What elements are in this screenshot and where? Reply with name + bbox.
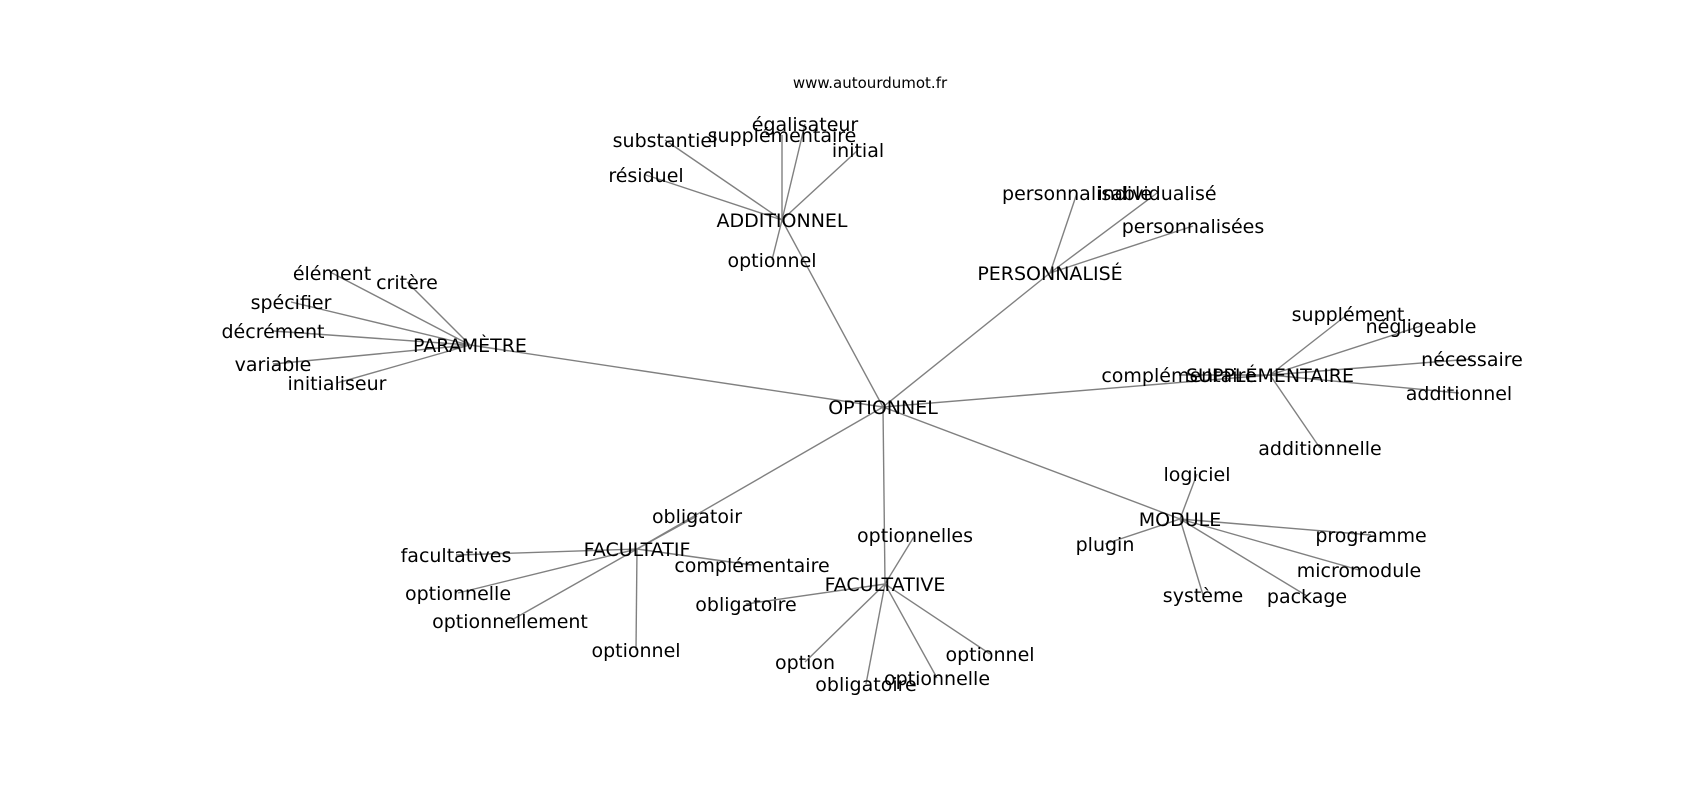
leaf-node-label: micromodule <box>1297 560 1421 582</box>
edge-center-to-hub <box>882 406 1181 520</box>
edge-hub-to-leaf <box>1179 518 1308 597</box>
leaf-node-label: initialiseur <box>288 373 387 395</box>
leaf-node-label: option <box>775 652 835 674</box>
edge-hub-to-leaf <box>865 583 886 685</box>
edge-hub-to-leaf <box>1269 374 1460 394</box>
leaf-node-label: programme <box>1315 525 1426 547</box>
edge-center-to-hub <box>469 344 884 408</box>
edge-hub-to-leaf <box>884 583 991 655</box>
hub-node-label: FACULTATIF <box>584 539 691 561</box>
leaf-node-label: optionnelles <box>857 525 973 547</box>
edge-hub-to-leaf <box>1179 518 1372 536</box>
leaf-node-label: négligeable <box>1366 316 1477 338</box>
leaf-node-label: substantiel <box>613 130 718 152</box>
edge-hub-to-leaf <box>1179 518 1204 596</box>
leaf-node-label: complémentaire <box>674 555 829 577</box>
edge-hub-to-leaf <box>1269 325 1422 376</box>
edge-hub-to-leaf <box>1269 358 1473 376</box>
leaf-node-label: critère <box>376 272 438 294</box>
leaf-node-label: optionnelle <box>884 668 990 690</box>
edges <box>272 123 1473 685</box>
edge-center-to-hub <box>882 406 886 585</box>
edge-hub-to-leaf <box>455 548 638 556</box>
hub-node-label: FACULTATIVE <box>825 574 946 596</box>
edge-hub-to-leaf <box>781 149 859 221</box>
edge-hub-to-leaf <box>272 344 471 365</box>
leaf-node-label: optionnelle <box>405 583 511 605</box>
leaf-node-label: personnalisable <box>1002 183 1152 205</box>
leaf-node-label: initial <box>832 140 884 162</box>
edge-hub-to-leaf <box>1269 374 1321 449</box>
edge-hub-to-leaf <box>1049 192 1078 274</box>
leaf-node-label: facultatives <box>401 545 512 567</box>
leaf-node-label: logiciel <box>1164 464 1231 486</box>
edge-hub-to-leaf <box>645 174 783 221</box>
leaf-node-label: obligatoire <box>815 674 916 696</box>
leaf-node-label: personnalisées <box>1122 216 1265 238</box>
edge-hub-to-leaf <box>1049 225 1194 274</box>
leaf-node-label: nécessaire <box>1421 349 1523 371</box>
leaf-node-label: optionnel <box>727 250 816 272</box>
edge-hub-to-leaf <box>457 548 638 594</box>
edge-hub-to-leaf <box>884 583 938 679</box>
leaf-node-label: individualisé <box>1097 183 1216 205</box>
leaf-node-label: résiduel <box>608 165 683 187</box>
leaf-node-label: système <box>1163 585 1243 607</box>
edge-hub-to-leaf <box>272 330 471 346</box>
edge-center-to-hub <box>882 272 1051 408</box>
edge-hub-to-leaf <box>509 548 638 622</box>
edge-hub-to-leaf <box>884 534 916 585</box>
leaf-node-label: spécifier <box>251 292 332 314</box>
leaf-node-label: obligatoir <box>652 506 742 528</box>
leaf-node-label: variable <box>235 354 312 376</box>
leaf-node-label: additionnel <box>1406 383 1512 405</box>
edge-hub-to-leaf <box>804 583 886 663</box>
edge-hub-to-leaf <box>1269 313 1349 376</box>
edge-hub-to-leaf <box>636 548 753 566</box>
node-labels: OPTIONNELADDITIONNELsubstantielsupplémen… <box>222 114 1523 696</box>
edge-hub-to-leaf <box>1179 518 1360 571</box>
edge-hub-to-leaf <box>1049 192 1158 274</box>
leaf-node-label: décrément <box>222 321 325 343</box>
hub-node-label: PARAMÈTRE <box>413 334 527 357</box>
edge-hub-to-leaf <box>781 123 806 221</box>
leaf-node-label: obligatoire <box>695 594 796 616</box>
leaf-node-label: supplément <box>1292 304 1405 326</box>
hub-node-label: PERSONNALISÉ <box>977 262 1122 285</box>
edge-hub-to-leaf <box>1179 473 1198 520</box>
edge-hub-to-leaf <box>331 272 471 346</box>
edge-center-to-hub <box>636 406 884 550</box>
edge-hub-to-leaf <box>406 281 471 346</box>
leaf-node-label: plugin <box>1076 534 1135 556</box>
leaf-node-label: optionnellement <box>432 611 588 633</box>
edge-hub-to-leaf <box>664 139 783 221</box>
edge-hub-to-leaf <box>636 515 698 550</box>
leaf-node-label: optionnel <box>945 644 1034 666</box>
edge-center-to-hub <box>882 374 1271 408</box>
edge-hub-to-leaf <box>745 583 886 605</box>
edge-hub-to-leaf <box>290 301 471 346</box>
center-node-label: OPTIONNEL <box>828 397 938 419</box>
leaf-node-label: package <box>1267 586 1347 608</box>
leaf-node-label: élément <box>293 263 371 285</box>
edge-hub-to-leaf <box>336 344 471 384</box>
site-watermark: www.autourdumot.fr <box>793 74 948 92</box>
leaf-node-label: supplémentaire <box>708 125 857 147</box>
edge-hub-to-leaf <box>635 548 638 651</box>
edge-hub-to-leaf <box>1104 518 1181 545</box>
edge-center-to-hub <box>781 219 884 408</box>
hub-node-label: MODULE <box>1139 509 1221 531</box>
leaf-node-label: additionnelle <box>1258 438 1381 460</box>
edge-hub-to-leaf <box>771 219 783 261</box>
leaf-node-label: complémentaire <box>1101 365 1256 387</box>
leaf-node-label: égalisateur <box>752 114 859 136</box>
leaf-node-label: optionnel <box>591 640 680 662</box>
hub-node-label: SUPPLÉMENTAIRE <box>1186 364 1354 387</box>
hub-node-label: ADDITIONNEL <box>716 210 847 232</box>
